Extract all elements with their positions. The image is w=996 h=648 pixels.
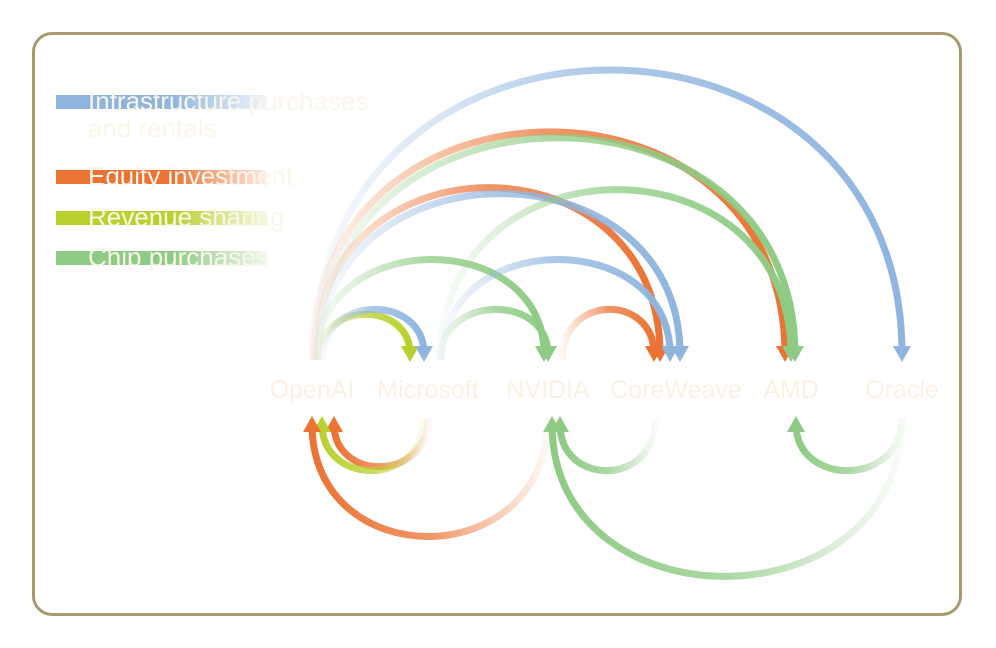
node-label-oracle: Oracle — [865, 376, 939, 404]
arrowhead-oracle-to-amd-chips — [787, 416, 805, 432]
flow-arrow-openai-to-amd-chips — [314, 134, 799, 361]
arrowhead-nvidia-to-openai-equity — [303, 416, 321, 432]
flow-arrow-openai-to-microsoft-revenue — [314, 310, 414, 361]
legend: Infrastructure purchases and rentals Equ… — [56, 86, 368, 272]
arrowhead-openai-to-microsoft-revenue — [401, 346, 419, 362]
legend-swatch-equity — [56, 170, 266, 184]
node-label-amd: AMD — [763, 376, 819, 404]
flow-arrow-microsoft-to-nvidia-chips — [436, 305, 552, 361]
flow-arrow-microsoft-to-openai-revenue — [318, 417, 428, 475]
node-label-nvidia: NVIDIA — [506, 376, 590, 404]
arrowhead-openai-to-microsoft-infra — [415, 346, 433, 362]
legend-label-chips: Chip purchases — [88, 242, 269, 272]
flow-arrow-microsoft-to-amd-chips — [436, 186, 795, 361]
arrowhead-microsoft-to-nvidia-chips — [539, 346, 557, 362]
arrowhead-microsoft-to-amd-chips — [782, 346, 800, 362]
flow-arrow-nvidia-to-openai-equity — [308, 417, 552, 540]
arrowhead-oracle-to-nvidia-chips — [543, 416, 561, 432]
legend-swatch-revenue — [56, 211, 266, 225]
flow-arrow-openai-to-oracle-infra — [310, 66, 906, 361]
legend-label-infrastructure-line1: Infrastructure purchases — [88, 86, 368, 116]
flow-arrow-oracle-to-amd-chips — [792, 417, 906, 475]
flow-arrow-openai-to-amd-equity — [308, 128, 789, 361]
legend-item-infrastructure: Infrastructure purchases and rentals — [56, 86, 368, 143]
arrowhead-microsoft-to-openai-equity — [325, 416, 343, 432]
legend-item-revenue: Revenue sharing — [56, 202, 285, 232]
flow-arrow-nvidia-to-coreweave-equity — [558, 305, 658, 361]
flow-arrow-openai-to-coreweave-equity — [310, 184, 664, 361]
legend-swatch-infrastructure — [56, 95, 266, 109]
arrowhead-openai-to-oracle-infra — [893, 346, 911, 362]
flow-arrow-openai-to-nvidia-chips — [312, 256, 548, 361]
legend-item-chips: Chip purchases — [56, 242, 269, 272]
flow-arrow-openai-to-coreweave-infra — [314, 190, 684, 361]
node-label-openai: OpenAI — [270, 376, 355, 404]
legend-swatch-chips — [56, 251, 266, 265]
flow-arrow-coreweave-to-nvidia-chips — [556, 417, 660, 475]
node-label-microsoft: Microsoft — [377, 376, 478, 404]
node-label-coreweave: CoreWeave — [610, 376, 742, 404]
arrowhead-microsoft-to-coreweave-infra — [661, 346, 679, 362]
flow-arrow-microsoft-to-openai-equity — [330, 417, 432, 471]
arrowhead-nvidia-to-coreweave-equity — [645, 346, 663, 362]
flow-arrow-microsoft-to-coreweave-infra — [438, 256, 674, 361]
company-labels: OpenAI Microsoft NVIDIA CoreWeave AMD Or… — [270, 376, 939, 404]
legend-item-equity: Equity investment — [56, 161, 294, 191]
flow-arrow-oracle-to-nvidia-chips — [548, 417, 906, 580]
flow-arrows — [303, 66, 911, 580]
flow-arrow-openai-to-microsoft-infra — [318, 305, 428, 361]
legend-label-revenue: Revenue sharing — [88, 202, 285, 232]
legend-label-equity: Equity investment — [88, 161, 294, 191]
legend-label-infrastructure-line2: and rentals — [88, 113, 217, 143]
